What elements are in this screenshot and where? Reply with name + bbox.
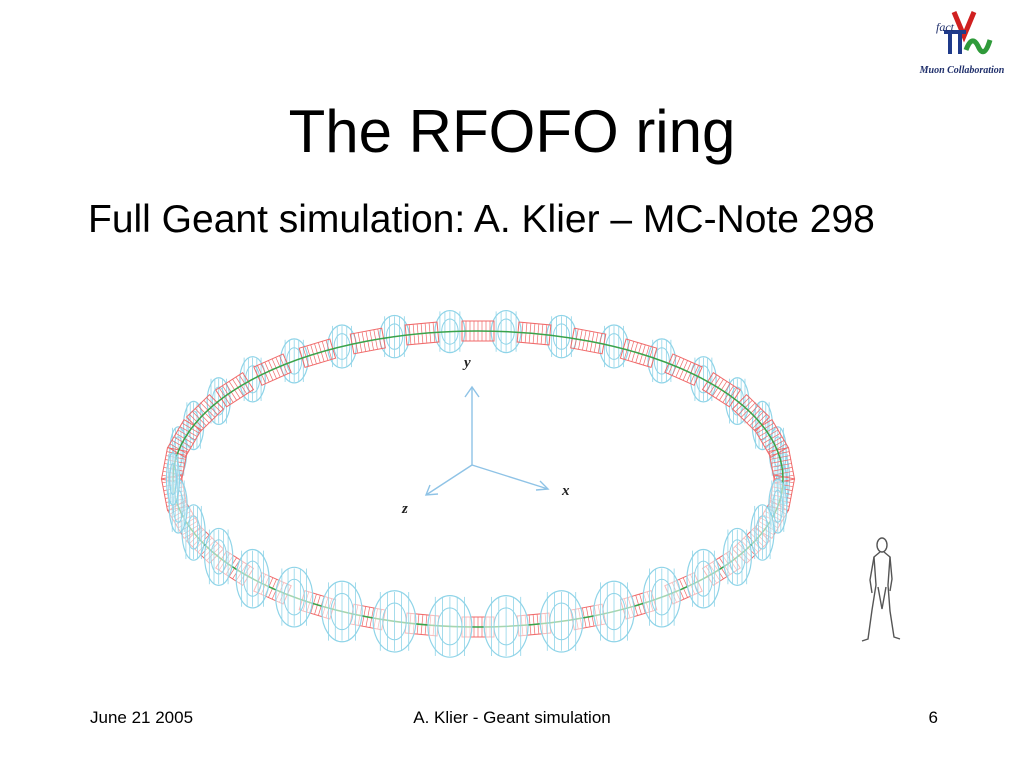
solenoid-coil bbox=[321, 580, 363, 643]
solenoid-coil bbox=[275, 566, 314, 628]
slide-title: The RFOFO ring bbox=[288, 98, 736, 165]
rfofo-ring-diagram: y x z bbox=[160, 309, 796, 658]
x-axis-arrow bbox=[535, 480, 550, 491]
solenoid-coil bbox=[204, 527, 234, 586]
y-axis-label: y bbox=[462, 355, 471, 371]
solenoid-coil bbox=[768, 478, 788, 534]
z-axis-label: z bbox=[401, 501, 408, 517]
footer-page-number: 6 bbox=[928, 708, 938, 727]
slide-subtitle: Full Geant simulation: A. Klier – MC-Not… bbox=[88, 198, 875, 241]
solenoid-coil bbox=[427, 595, 473, 658]
coordinate-axes: y x z bbox=[401, 355, 570, 517]
x-axis-label: x bbox=[561, 483, 570, 499]
y-axis-arrow bbox=[464, 385, 480, 398]
solenoid-coil bbox=[372, 590, 417, 653]
solenoid-coil bbox=[165, 452, 181, 506]
solenoid-coil bbox=[722, 527, 752, 586]
coil-group-front bbox=[165, 452, 788, 658]
solenoid-coil bbox=[642, 566, 681, 628]
solenoid-coil bbox=[593, 580, 635, 643]
z-axis-arrow bbox=[424, 484, 439, 496]
logo-caption: Muon Collaboration bbox=[919, 65, 1005, 76]
z-axis-line bbox=[425, 464, 473, 496]
solenoid-coil bbox=[539, 590, 584, 653]
footer-date: June 21 2005 bbox=[90, 708, 194, 727]
nufact-logo-icon bbox=[944, 11, 993, 55]
logo-fact-text: fact bbox=[936, 20, 954, 34]
coil-group-back bbox=[169, 309, 791, 506]
scale-person-figure bbox=[861, 537, 901, 642]
solenoid-coil bbox=[235, 548, 270, 609]
footer-center-text: A. Klier - Geant simulation bbox=[413, 708, 611, 727]
nufact-logo: fact Muon Collaboration bbox=[908, 6, 1016, 76]
solenoid-coil bbox=[686, 548, 721, 609]
solenoid-coil bbox=[181, 504, 206, 561]
x-axis-line bbox=[471, 464, 549, 490]
solenoid-coil bbox=[483, 595, 529, 658]
solenoid-coil bbox=[750, 504, 775, 561]
